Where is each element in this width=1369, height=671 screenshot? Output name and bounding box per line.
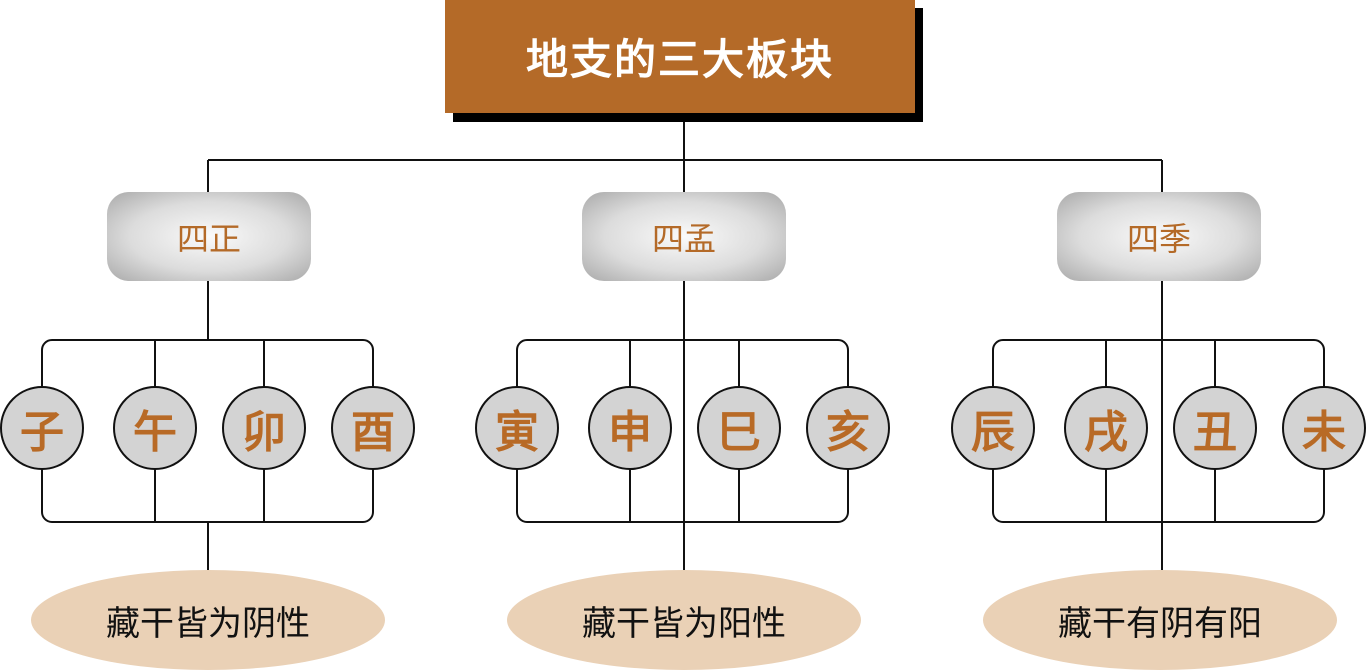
branch-circle: 寅 <box>475 386 559 470</box>
branch-circle: 卯 <box>222 386 306 470</box>
note-ellipse-siji: 藏干有阴有阳 <box>983 570 1337 670</box>
branch-circle: 戌 <box>1064 386 1148 470</box>
note-ellipse-simeng: 藏干皆为阳性 <box>507 570 861 670</box>
branch-circle: 申 <box>588 386 672 470</box>
branch-circle: 丑 <box>1173 386 1257 470</box>
diagram-title: 地支的三大板块 <box>445 0 915 113</box>
category-box-sizheng: 四正 <box>107 192 311 281</box>
branch-circle: 巳 <box>697 386 781 470</box>
branch-circle: 亥 <box>806 386 890 470</box>
branch-circle: 酉 <box>331 386 415 470</box>
category-box-siji: 四季 <box>1057 192 1261 281</box>
note-ellipse-sizheng: 藏干皆为阴性 <box>31 570 385 670</box>
branch-circle: 辰 <box>951 386 1035 470</box>
category-box-simeng: 四孟 <box>582 192 786 281</box>
branch-circle: 午 <box>113 386 197 470</box>
branch-circle: 子 <box>0 386 84 470</box>
branch-circle: 未 <box>1282 386 1366 470</box>
